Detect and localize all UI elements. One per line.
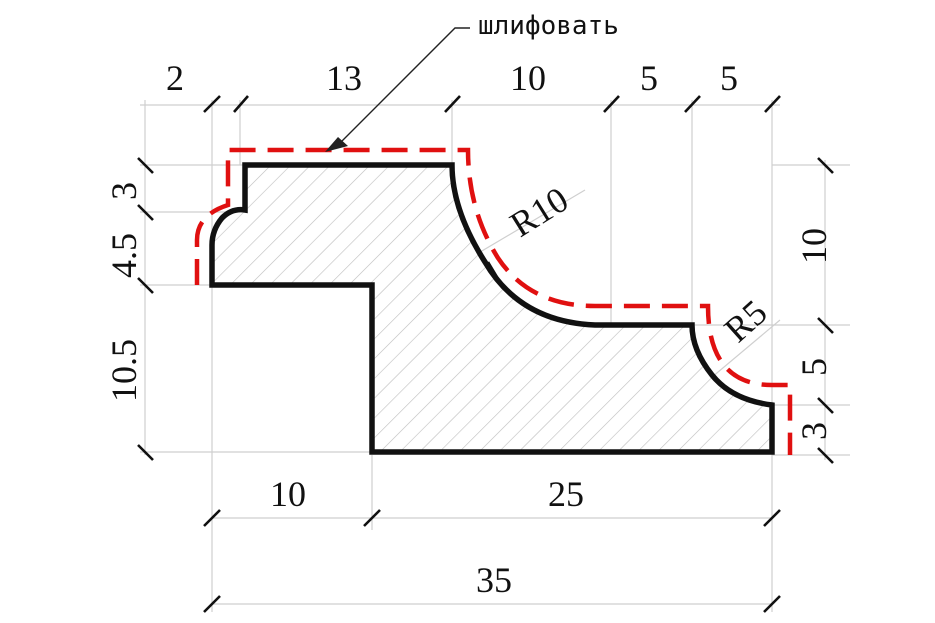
- note-grind: шлифовать: [478, 11, 619, 41]
- profile-outline: [209, 162, 775, 455]
- dim-top-4: 5: [640, 58, 658, 98]
- dim-left-2: 4.5: [104, 233, 144, 278]
- dim-bottom-1: 10: [270, 474, 306, 514]
- dim-top-3: 10: [510, 58, 546, 98]
- radius-large: R10: [503, 179, 575, 245]
- note-leader: [339, 27, 470, 144]
- dim-top-5: 5: [720, 58, 738, 98]
- note-leader-arrow: [325, 137, 348, 152]
- dim-top-2: 13: [326, 58, 362, 98]
- radius-small: R5: [717, 292, 775, 350]
- dim-right-2: 5: [794, 358, 834, 376]
- dimension-ticks: [137, 95, 834, 613]
- extension-lines: [140, 100, 850, 612]
- grinding-line: [194, 147, 793, 455]
- dim-left-1: 3: [104, 182, 144, 200]
- dim-bottom-2: 25: [548, 474, 584, 514]
- dim-right-1: 10: [794, 228, 834, 264]
- dim-right-3: 3: [794, 422, 834, 440]
- dim-top-1: 2: [166, 58, 184, 98]
- dim-left-3: 10.5: [104, 339, 144, 402]
- dim-overall: 35: [476, 560, 512, 600]
